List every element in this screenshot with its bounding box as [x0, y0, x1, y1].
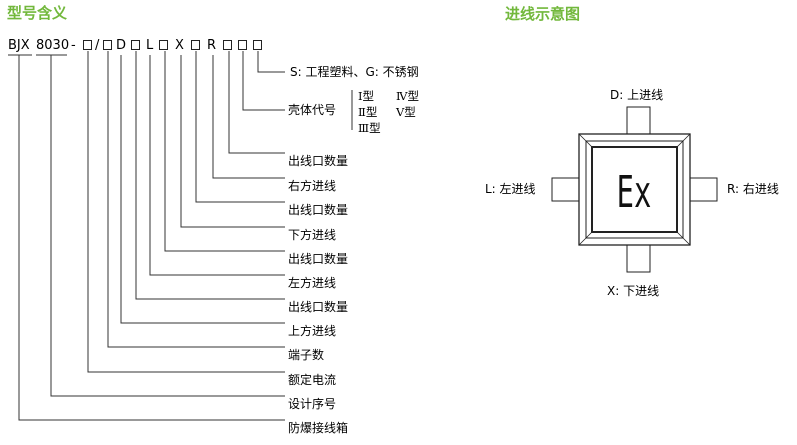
diagram-label-left: L: 左进线 [485, 182, 536, 196]
label-r-count: 出线口数量 [288, 154, 349, 168]
line-left-dir [149, 55, 285, 276]
enclosure-inner [591, 146, 678, 233]
label-l-count: 出线口数量 [288, 252, 349, 266]
line-right-dir [212, 55, 285, 179]
code-box-x-count [191, 40, 200, 50]
line-r-count [228, 51, 285, 154]
code-d: D [116, 38, 127, 53]
line-d-count [135, 51, 285, 300]
diagram-label-bottom: X: 下进线 [607, 284, 660, 298]
label-x-count: 出线口数量 [288, 203, 349, 217]
shell-type-5: Ⅴ型 [396, 105, 416, 119]
code-box-l-count [159, 40, 168, 50]
label-current: 额定电流 [288, 373, 337, 387]
code-bjx: BJX [8, 38, 30, 53]
code-box-terminal [103, 40, 112, 50]
code-r: R [207, 38, 217, 53]
code-box-shell [238, 40, 247, 50]
model-meaning-title: 型号含义 [7, 4, 68, 22]
line-product [18, 55, 285, 421]
line-material [257, 51, 285, 73]
code-box-current [83, 40, 92, 50]
line-terminal [107, 51, 285, 348]
line-down-dir [180, 55, 285, 228]
line-l-count [164, 51, 285, 252]
label-d-count: 出线口数量 [288, 300, 349, 314]
label-down-dir: 下方进线 [288, 228, 337, 242]
label-left-dir: 左方进线 [288, 276, 337, 290]
code-l: L [146, 38, 154, 53]
shell-type-3: Ⅲ型 [358, 121, 381, 135]
line-shell [242, 51, 285, 111]
line-serial [50, 55, 285, 397]
label-material: S: 工程塑料、G: 不锈钢 [290, 65, 419, 79]
code-x: X [175, 38, 184, 53]
inlet-top [626, 106, 651, 135]
label-shell: 壳体代号 [288, 103, 337, 117]
label-serial: 设计序号 [288, 397, 337, 411]
inlet-bottom [626, 244, 651, 273]
code-box-r-count [223, 40, 232, 50]
line-x-count [195, 51, 285, 203]
line-up-dir [120, 55, 285, 324]
shell-type-4: Ⅳ型 [396, 89, 419, 103]
shell-type-2: Ⅱ型 [358, 105, 378, 119]
inlet-diagram: Ex [551, 106, 718, 273]
inlet-diagram-title: 进线示意图 [505, 5, 581, 23]
inlet-left [551, 177, 580, 202]
diagram-label-right: R: 右进线 [727, 182, 779, 196]
code-box-d-count [131, 40, 140, 50]
label-right-dir: 右方进线 [288, 179, 337, 193]
label-terminal: 端子数 [288, 348, 325, 362]
diagram-label-top: D: 上进线 [610, 88, 664, 102]
code-slash: / [95, 38, 100, 53]
code-box-material [253, 40, 262, 50]
line-current [87, 51, 285, 373]
shell-type-1: Ⅰ型 [358, 89, 375, 103]
label-product: 防爆接线箱 [288, 421, 349, 435]
code-model: 8030 [36, 38, 70, 53]
code-dash: - [71, 38, 76, 53]
label-up-dir: 上方进线 [288, 324, 337, 338]
inlet-right [689, 177, 718, 202]
ex-mark: Ex [617, 167, 652, 218]
